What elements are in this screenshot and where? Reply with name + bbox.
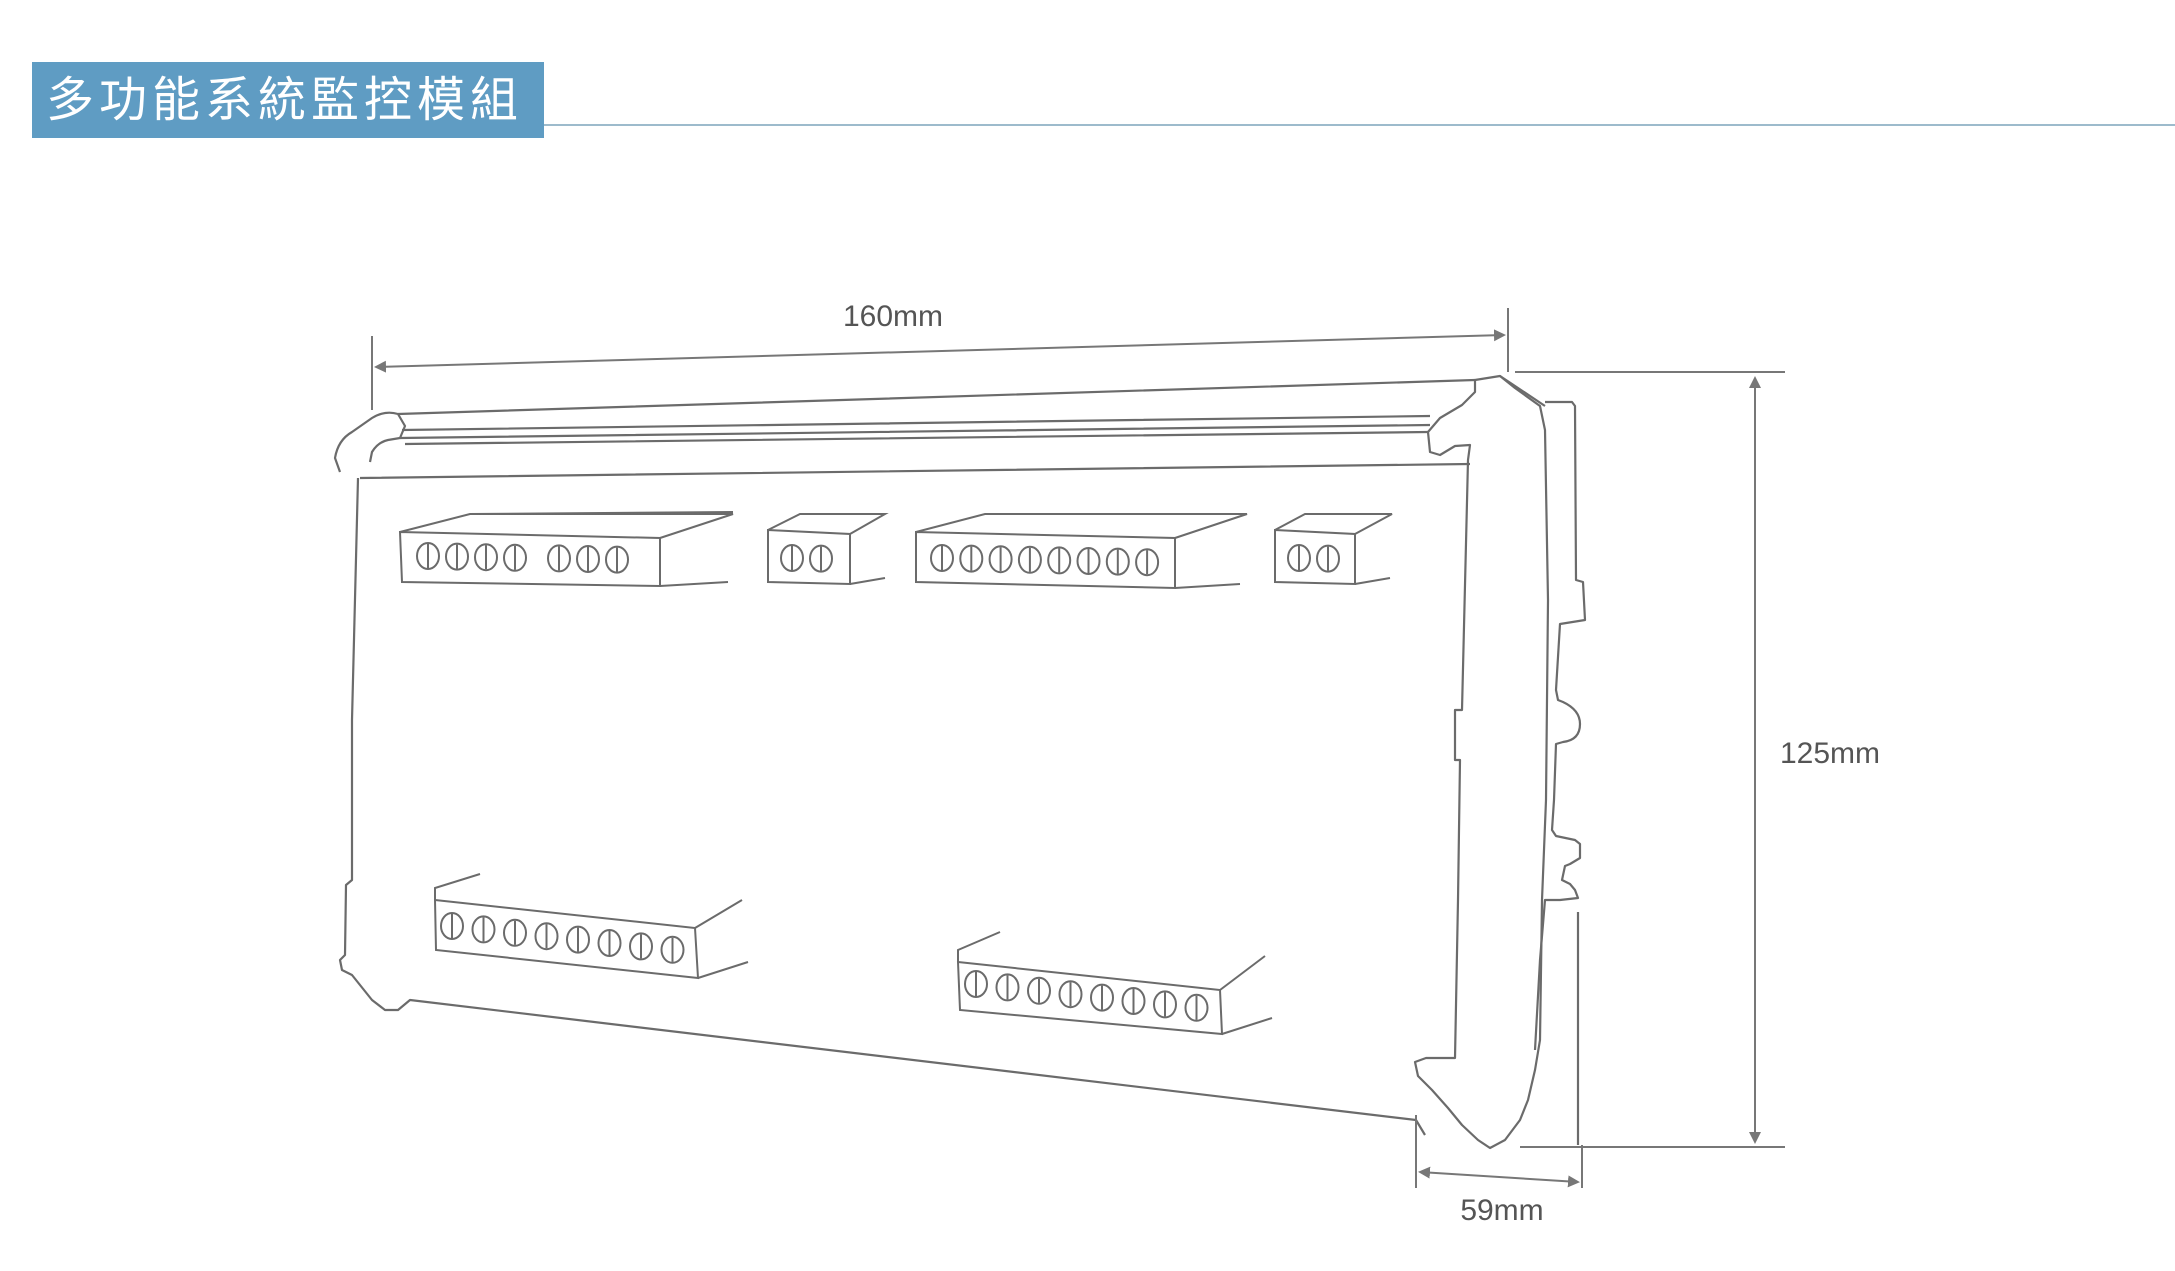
screw-terminal <box>471 915 496 944</box>
screw-terminal <box>1287 544 1311 572</box>
depth-dimension-label: 59mm <box>1460 1194 1543 1227</box>
screw-terminal <box>959 544 984 573</box>
bottom-terminal-block-1 <box>433 873 749 980</box>
top-terminal-block-2 <box>767 513 889 586</box>
title-divider <box>544 124 2175 126</box>
width-dimension <box>371 308 1509 410</box>
left-rail-hook <box>333 411 407 473</box>
screw-terminal <box>1047 546 1072 575</box>
screw-terminal <box>988 545 1013 574</box>
height-dimension-label: 125mm <box>1780 737 1880 770</box>
screw-terminal <box>547 544 571 573</box>
screw-terminal <box>534 922 559 951</box>
right-rail-hook <box>1413 374 1550 1150</box>
rear-profile <box>1499 375 1587 1051</box>
screw-terminal <box>964 970 988 998</box>
top-terminal-block-1 <box>398 511 734 588</box>
screw-terminal <box>780 544 804 572</box>
page-title: 多功能系統監控模組 <box>46 72 524 128</box>
screw-terminal <box>930 544 954 572</box>
screw-terminal <box>629 932 653 961</box>
screw-terminal <box>605 545 629 574</box>
screw-terminal <box>1027 976 1051 1005</box>
top-terminal-blocks <box>398 511 1393 590</box>
screw-terminal <box>1184 993 1209 1022</box>
screw-terminal <box>660 935 685 964</box>
screw-terminal <box>1017 545 1042 574</box>
screw-terminal <box>1105 547 1130 576</box>
screw-terminal <box>1121 987 1146 1015</box>
screw-terminal <box>1090 983 1114 1012</box>
height-dimension <box>1515 371 1785 1148</box>
screw-terminal <box>416 542 440 570</box>
screw-terminal <box>995 973 1020 1002</box>
top-terminal-block-3 <box>915 513 1248 590</box>
front-panel <box>338 477 1426 1136</box>
screw-terminal <box>503 918 527 947</box>
top-rail <box>359 378 1476 480</box>
screw-terminal <box>474 543 498 572</box>
title-banner: 多功能系統監控模組 <box>32 62 544 138</box>
screw-terminal <box>576 545 600 573</box>
bottom-terminal-blocks <box>433 873 1273 1036</box>
screw-terminal <box>809 544 833 573</box>
screw-terminal <box>566 925 590 954</box>
terminal-screws <box>416 542 1340 1022</box>
module-housing <box>333 374 1587 1150</box>
screw-terminal <box>1135 548 1160 577</box>
top-terminal-block-4 <box>1274 513 1393 586</box>
screw-terminal <box>503 543 527 572</box>
screw-terminal <box>1316 544 1340 573</box>
depth-dimension <box>1415 1115 1583 1188</box>
width-dimension-label: 160mm <box>843 300 943 333</box>
bottom-terminal-block-2 <box>956 931 1273 1036</box>
screw-terminal <box>445 542 469 571</box>
screw-terminal <box>597 929 622 957</box>
screw-terminal <box>440 912 464 940</box>
screw-terminal <box>1076 547 1101 575</box>
screw-terminal <box>1153 990 1177 1019</box>
screw-terminal <box>1058 980 1083 1009</box>
